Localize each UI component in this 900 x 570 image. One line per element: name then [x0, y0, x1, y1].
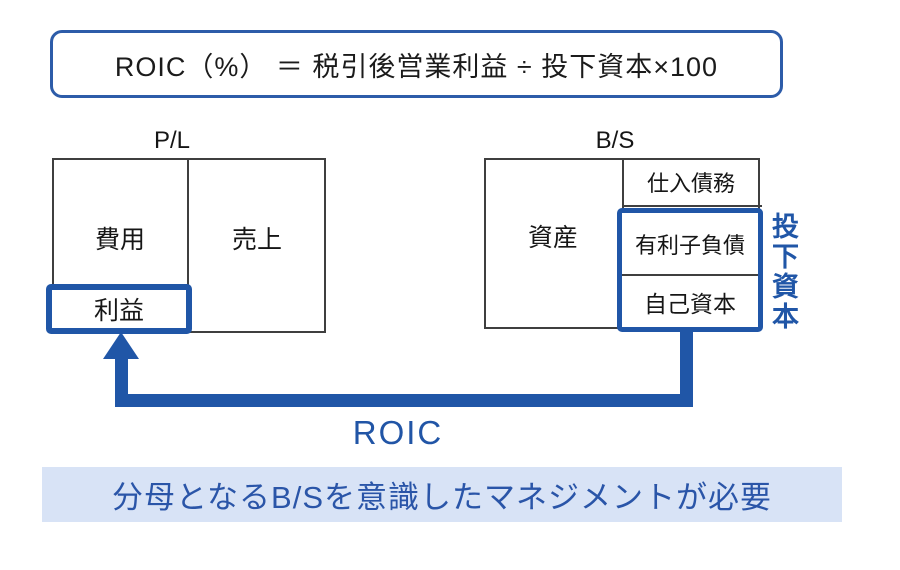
bs-interest-bearing-debt-label: 有利子負債 — [622, 213, 758, 276]
bottom-message-banner: 分母となるB/Sを意識したマネジメントが必要 — [42, 467, 842, 522]
bs-title: B/S — [595, 127, 635, 154]
arrow-shaft-left — [115, 354, 128, 404]
pl-expenses-label: 費用 — [94, 226, 145, 254]
arrow-shaft-right — [680, 330, 693, 404]
bs-payables-divider — [622, 205, 762, 207]
bottom-message-text: 分母となるB/Sを意識したマネジメントが必要 — [111, 480, 773, 515]
roic-arrow-label: ROIC — [352, 414, 444, 451]
arrow-head-up — [103, 332, 139, 359]
roic-formula-text: ROIC（%） ＝ 税引後営業利益 ÷ 投下資本×100 — [114, 51, 719, 82]
pl-column-divider — [187, 160, 189, 331]
bs-equity-label: 自己資本 — [644, 290, 736, 317]
bs-trade-payables-label: 仕入債務 — [646, 171, 735, 196]
arrow-shaft-bottom — [115, 394, 693, 407]
bs-invested-capital-highlight-box: 有利子負債 自己資本 — [617, 208, 763, 332]
bs-assets-label: 資産 — [527, 224, 578, 252]
roic-formula-box: ROIC（%） ＝ 税引後営業利益 ÷ 投下資本×100 — [50, 30, 783, 98]
invested-capital-vertical-label: 投下資本 — [768, 212, 798, 332]
pl-sales-label: 売上 — [231, 226, 282, 254]
pl-profit-label: 利益 — [93, 297, 144, 325]
pl-title: P/L — [153, 127, 191, 154]
pl-profit-highlight-box: 利益 — [46, 284, 192, 334]
